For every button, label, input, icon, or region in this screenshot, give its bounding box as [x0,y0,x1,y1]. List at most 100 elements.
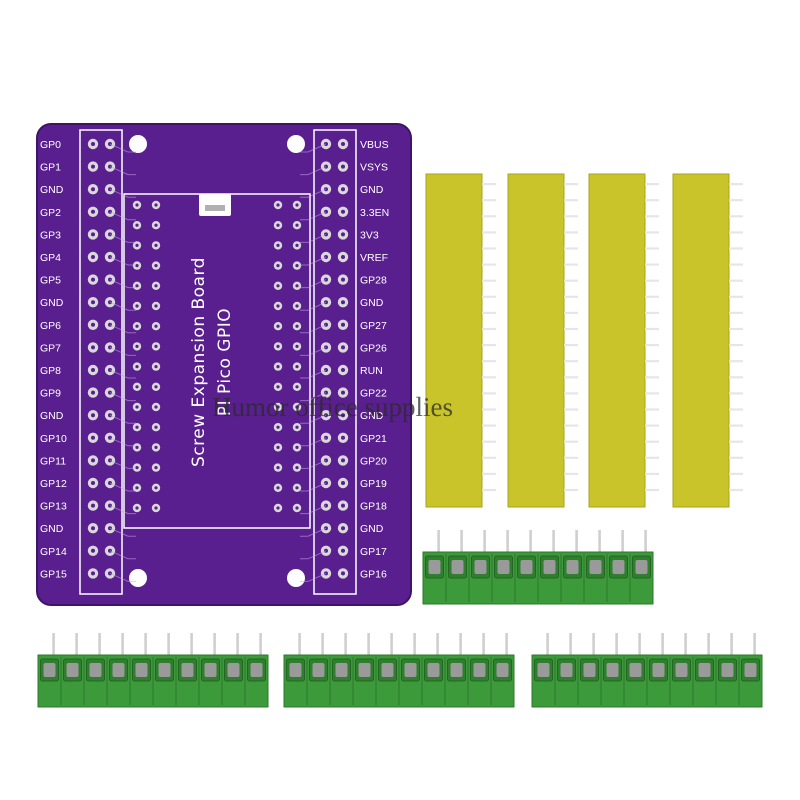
terminal-screw [635,560,648,574]
pin-label-left: GND [40,410,64,422]
header-pin [482,295,496,298]
header-pin [729,440,743,443]
pin-label-right: GP28 [360,275,387,287]
terminal-screw [560,663,573,677]
pin-label-right: RUN [360,365,383,377]
header-pin [729,327,743,331]
terminal-screw [629,663,642,677]
terminal-lead [730,633,733,657]
header-pin [729,488,743,492]
header-pin [645,215,659,218]
pin-label-right: GP21 [360,433,387,445]
header-pin [564,472,578,475]
terminal-screw [112,663,125,677]
terminal-lead [167,633,170,657]
header-pin [645,311,659,314]
header-pin [482,231,496,234]
terminal-screw [589,560,602,574]
header-pin [729,424,743,427]
terminal-screw [473,663,486,677]
pin-label-left: GND [40,184,64,196]
header-pin [564,408,578,411]
terminal-screw [250,663,263,677]
pin-label-left: GP1 [40,162,61,174]
header-pin [482,263,496,266]
pin-label-left: GP4 [40,252,61,264]
header-pin [564,311,578,314]
terminal-blocks [37,530,763,708]
terminal-lead [390,633,393,657]
pin-label-left: GP2 [40,207,61,219]
pin-label-left: GND [40,523,64,535]
header-pin [729,311,743,314]
header-pin [729,295,743,298]
terminal-lead [52,633,55,657]
pin-label-right: GP27 [360,320,387,332]
terminal-screw [566,560,579,574]
terminal-lead [644,530,647,554]
header-pin [645,231,659,234]
terminal-screw [537,663,550,677]
header-pin [564,295,578,298]
terminal-screw [698,663,711,677]
header-pin [564,199,578,202]
terminal-lead [190,633,193,657]
pin-label-left: GP15 [40,568,67,580]
header-pin [564,440,578,443]
terminal-screw [289,663,302,677]
header-pin [729,392,743,395]
expansion-board: Screw Expansion Board PI Pico GPIO GP0GP… [36,123,412,606]
terminal-screw [474,560,487,574]
terminal-lead [98,633,101,657]
header-pin [564,231,578,234]
header-pin [564,279,578,282]
terminal-lead [344,633,347,657]
terminal-lead [592,633,595,657]
terminal-lead [236,633,239,657]
header-pin [645,199,659,202]
terminal-lead [575,530,578,554]
terminal-screw [497,560,510,574]
header-pin [645,183,659,186]
pin-label-right: GND [360,523,384,535]
terminal-screw [583,663,596,677]
header-pin [482,215,496,218]
terminal-screw [89,663,102,677]
header-pin [645,263,659,266]
terminal-screw [520,560,533,574]
header-pin [564,424,578,427]
header-pin [564,392,578,395]
pin-label-right: GP19 [360,478,387,490]
header-pin [564,263,578,266]
terminal-screw [135,663,148,677]
terminal-lead [413,633,416,657]
terminal-lead [121,633,124,657]
header-pin [482,279,496,282]
header-pin [564,456,578,459]
header-pin [564,376,578,379]
terminal-screw [543,560,556,574]
header-pin [729,231,743,234]
terminal-screw [404,663,417,677]
header-pin [645,360,659,363]
pin-label-right: 3V3 [360,229,379,241]
pin-label-left: GP13 [40,501,67,513]
mounting-hole [129,569,147,587]
pin-label-left: GP3 [40,229,61,241]
terminal-screw [744,663,757,677]
terminal-block [283,633,515,708]
header-pin [482,344,496,347]
pin-label-left: GP7 [40,342,61,354]
header-pin [729,279,743,282]
header-pin [729,360,743,363]
header-pin [482,472,496,475]
header-pin [564,215,578,218]
header-pin [482,424,496,427]
terminal-lead [552,530,555,554]
terminal-screw [358,663,371,677]
terminal-lead [684,633,687,657]
pin-label-right: GP22 [360,388,387,400]
header-pin [645,392,659,395]
pin-label-left: GP5 [40,275,61,287]
